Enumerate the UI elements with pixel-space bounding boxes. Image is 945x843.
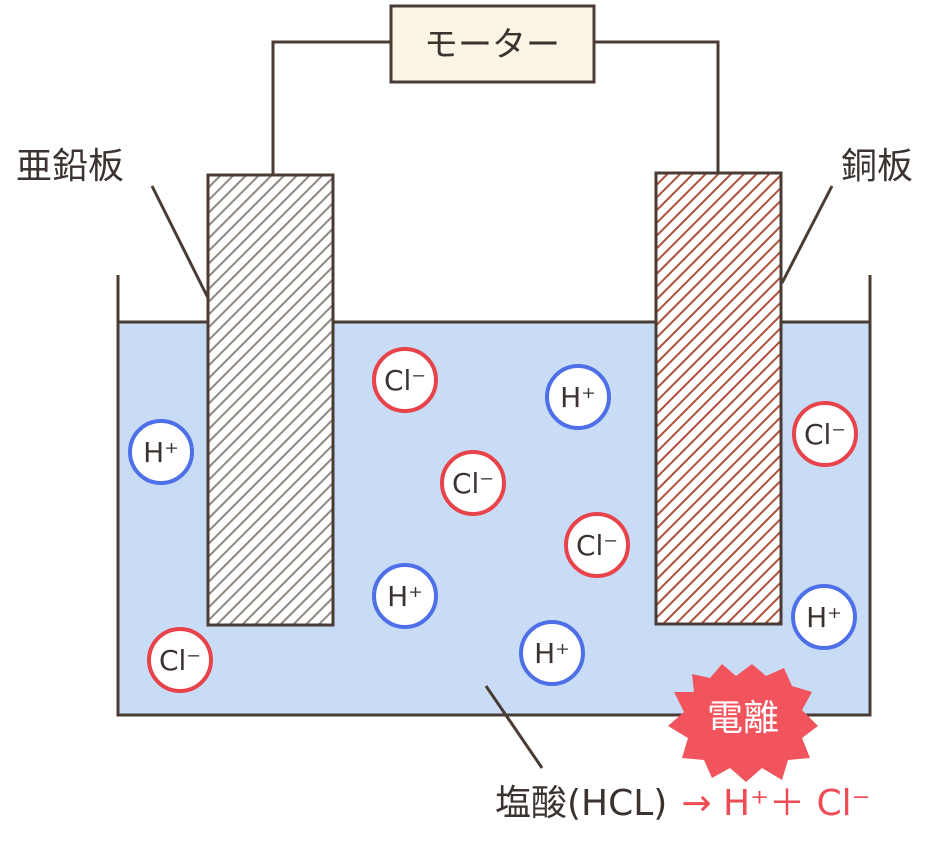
cl-ion-ring [147,627,213,693]
ion-cl: Cl⁻ [372,347,438,413]
motor-box [389,4,596,84]
ion-label: Cl⁻ [804,418,846,451]
ion-cl: Cl⁻ [564,512,630,578]
copper-plate [654,171,783,626]
ion-cl: Cl⁻ [792,401,858,467]
acid-name: 塩酸(HCL) [495,783,667,824]
copper-plate-label: 銅板 [841,146,913,187]
beaker [116,275,872,717]
cl-ion-ring [372,347,438,413]
motor: モーター [389,4,596,84]
ion-label: H⁺ [143,436,179,469]
zinc-plate-label: 亜鉛板 [16,146,124,187]
acid-caption: 塩酸(HCL) → H⁺＋ Cl⁻ [495,783,871,824]
ion-h: H⁺ [128,419,194,485]
ion-h: H⁺ [372,563,438,629]
copper-leader-line [780,185,834,284]
ion-cl: Cl⁻ [440,450,506,516]
ion-label: Cl⁻ [159,644,201,677]
h-ion-ring [372,563,438,629]
h-ion-ring [791,584,857,650]
ion-label: H⁺ [387,580,423,613]
cl-ion-ring [564,512,630,578]
zinc-plate [206,173,335,627]
wire-right [595,40,720,173]
wire-left [271,40,390,175]
ion-label: H⁺ [534,637,570,670]
ion-h: H⁺ [545,364,611,430]
ion-label: H⁺ [560,381,596,414]
ion-cl: Cl⁻ [147,627,213,693]
acid-leader-line [484,685,544,769]
h-ion-ring [519,620,585,686]
ionization-label: 電離 [707,698,779,739]
ionization-burst: 電離 [668,664,818,782]
burst-shape [668,664,818,782]
h-ion-ring [128,419,194,485]
cl-ion-ring [440,450,506,516]
ion-label: H⁺ [806,601,842,634]
ion-h: H⁺ [791,584,857,650]
motor-label: モーター [424,25,560,65]
ion-label: Cl⁻ [384,364,426,397]
reaction-equation: → H⁺＋ Cl⁻ [681,783,870,824]
cl-ion-ring [792,401,858,467]
ion-label: Cl⁻ [452,467,494,500]
ion-label: Cl⁻ [576,529,618,562]
h-ion-ring [545,364,611,430]
ion-h: H⁺ [519,620,585,686]
zinc-leader-line [150,185,210,299]
